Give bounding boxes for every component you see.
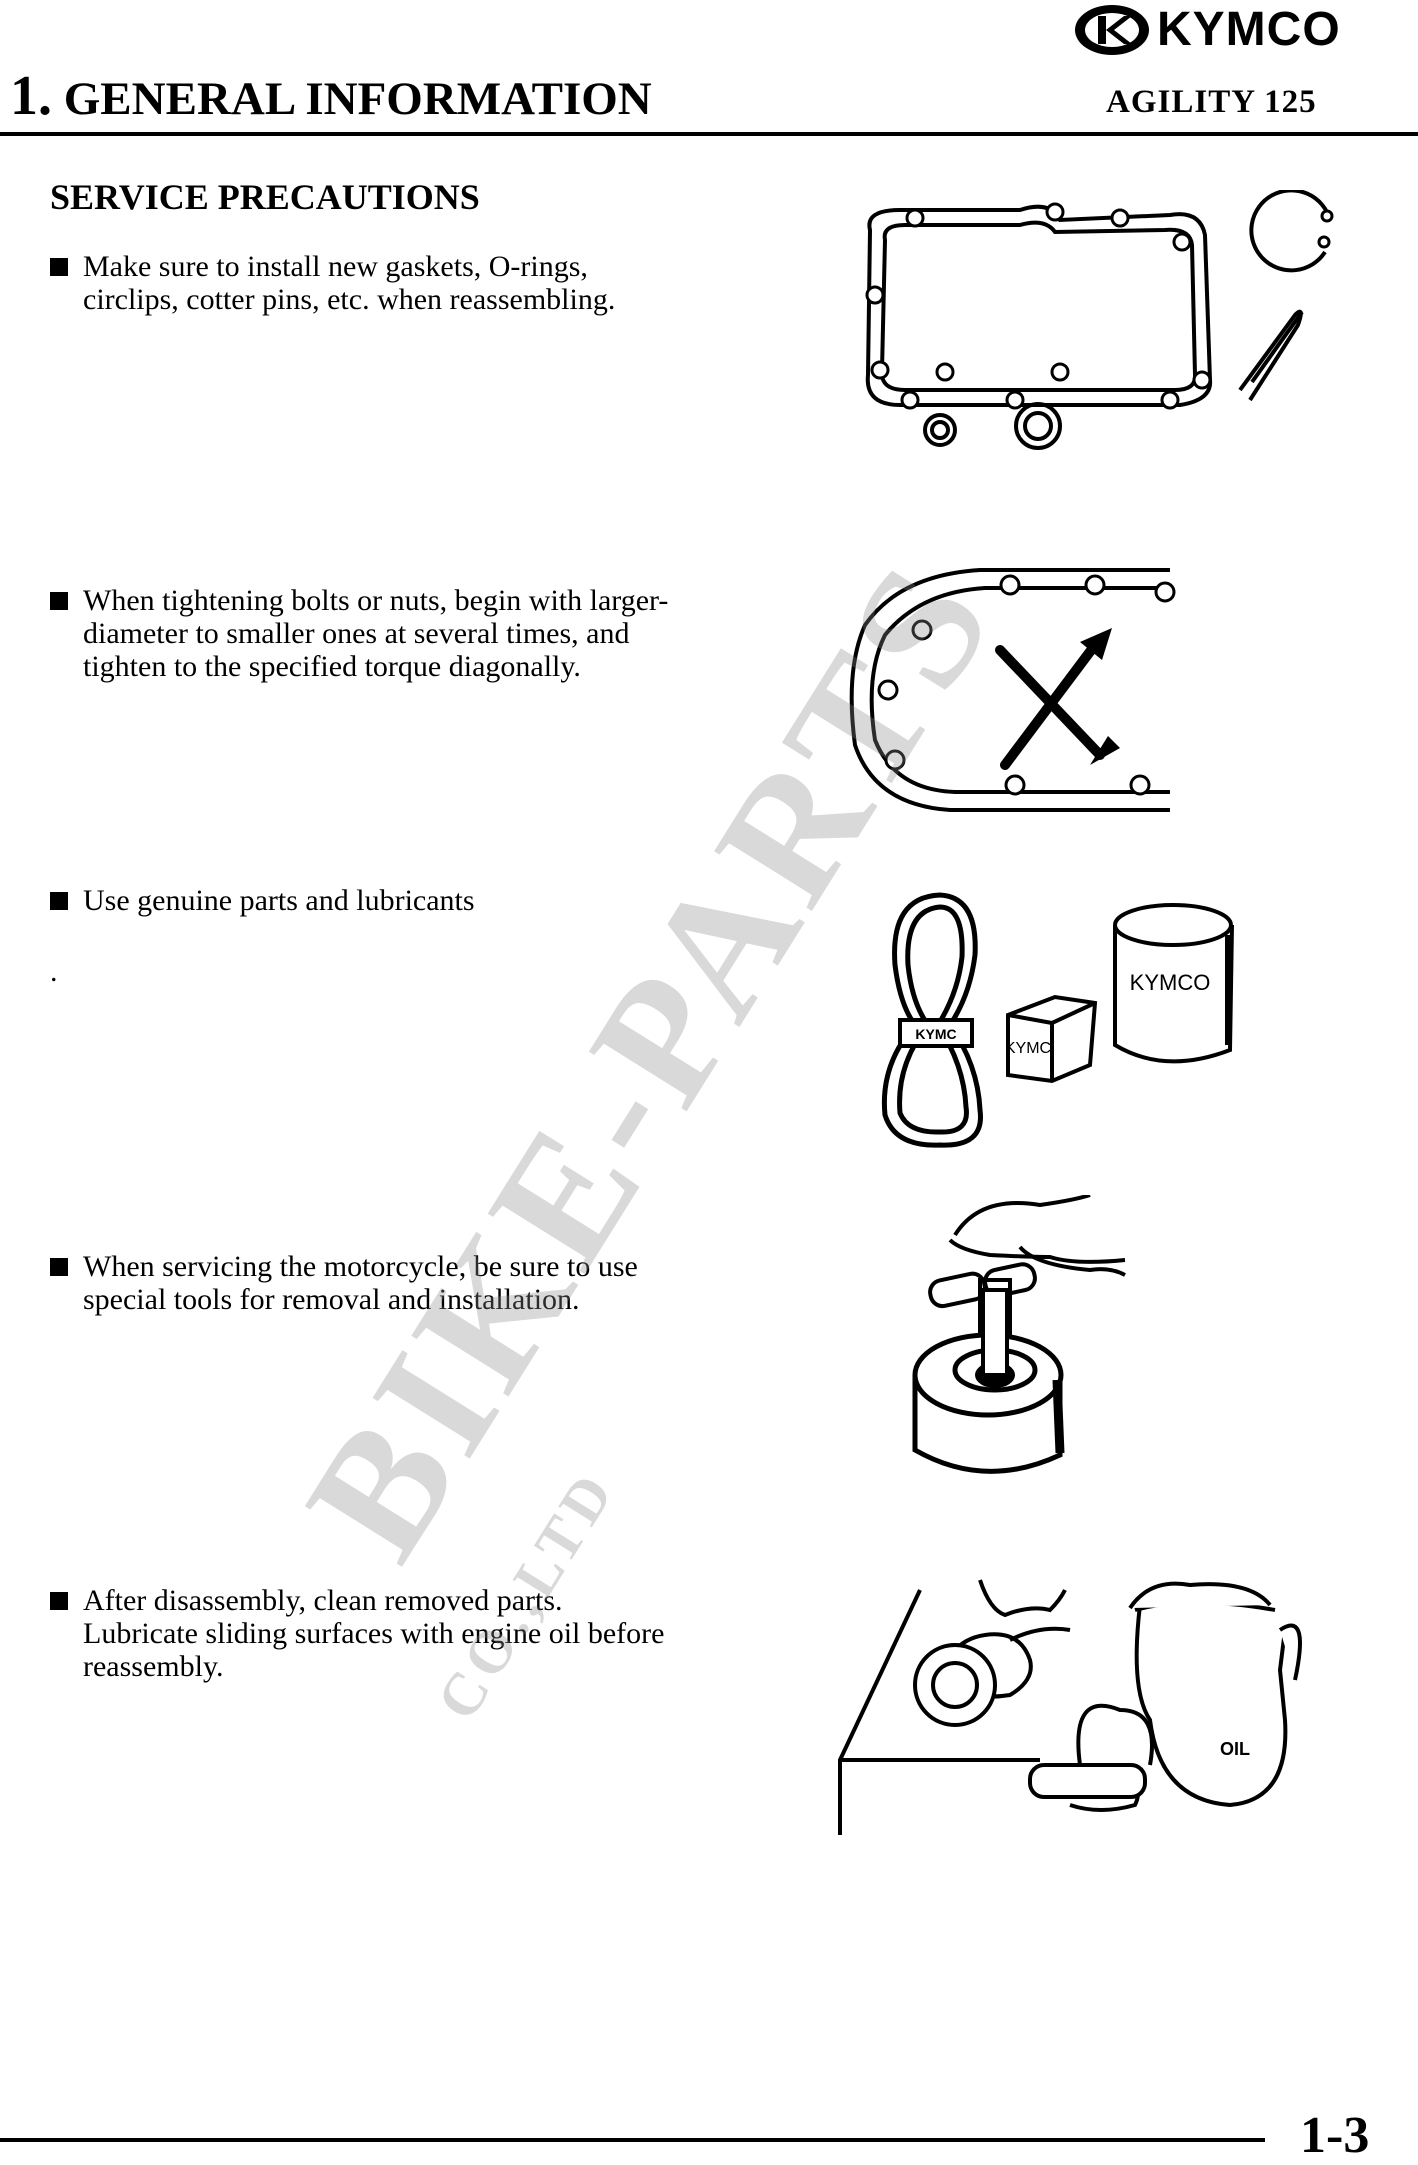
tightening-pattern-illustration bbox=[849, 568, 1176, 812]
brand-name: KYMCO bbox=[1157, 3, 1341, 56]
header-rule bbox=[0, 132, 1418, 136]
precaution-text: When tightening bolts or nuts, begin wit… bbox=[83, 584, 669, 683]
kymco-logo: KYMCO bbox=[1072, 2, 1414, 58]
bullet-square-icon bbox=[50, 1592, 68, 1610]
bullet-square-icon bbox=[50, 892, 68, 910]
stray-period: . bbox=[50, 955, 58, 988]
page-number: 1-3 bbox=[1300, 2107, 1370, 2164]
footer-rule bbox=[0, 2138, 1265, 2142]
model-name: AGILITY 125 bbox=[1106, 84, 1317, 120]
bullet-square-icon bbox=[50, 592, 68, 610]
oil-can-label: OIL bbox=[1220, 1739, 1250, 1759]
precaution-item: Use genuine parts and lubricants bbox=[50, 884, 670, 917]
gasket-parts-illustration bbox=[865, 190, 1334, 450]
precaution-item: After disassembly, clean removed parts. … bbox=[50, 1584, 670, 1683]
belt-tag bbox=[898, 1018, 974, 1048]
chapter-title: GENERAL INFORMATION bbox=[63, 73, 652, 125]
block-label: KYMC bbox=[1005, 1040, 1051, 1057]
clean-and-lubricate-illustration: OIL bbox=[838, 1579, 1302, 1835]
section-title: SERVICE PRECAUTIONS bbox=[50, 177, 480, 217]
precaution-text: Make sure to install new gaskets, O-ring… bbox=[83, 250, 616, 316]
precaution-item: When tightening bolts or nuts, begin wit… bbox=[50, 584, 670, 683]
chapter-number: 1. bbox=[10, 65, 52, 127]
precaution-item: When servicing the motorcycle, be sure t… bbox=[50, 1250, 670, 1316]
precaution-text: Use genuine parts and lubricants bbox=[83, 884, 475, 917]
genuine-parts-illustration: KYMC KYMC KYMCO bbox=[881, 892, 1234, 1148]
precaution-text: After disassembly, clean removed parts. … bbox=[83, 1584, 665, 1683]
bullet-square-icon bbox=[50, 258, 68, 276]
precaution-item: Make sure to install new gaskets, O-ring… bbox=[50, 250, 670, 316]
lubricant-label: KYMCO bbox=[1130, 970, 1211, 995]
precaution-text: When servicing the motorcycle, be sure t… bbox=[83, 1250, 638, 1316]
belt-label: KYMC bbox=[915, 1026, 956, 1042]
chapter-heading: 1. GENERAL INFORMATION bbox=[10, 68, 652, 127]
kymco-emblem-icon bbox=[1075, 5, 1149, 55]
bullet-square-icon bbox=[50, 1258, 68, 1276]
special-tool-illustration bbox=[912, 1195, 1126, 1474]
